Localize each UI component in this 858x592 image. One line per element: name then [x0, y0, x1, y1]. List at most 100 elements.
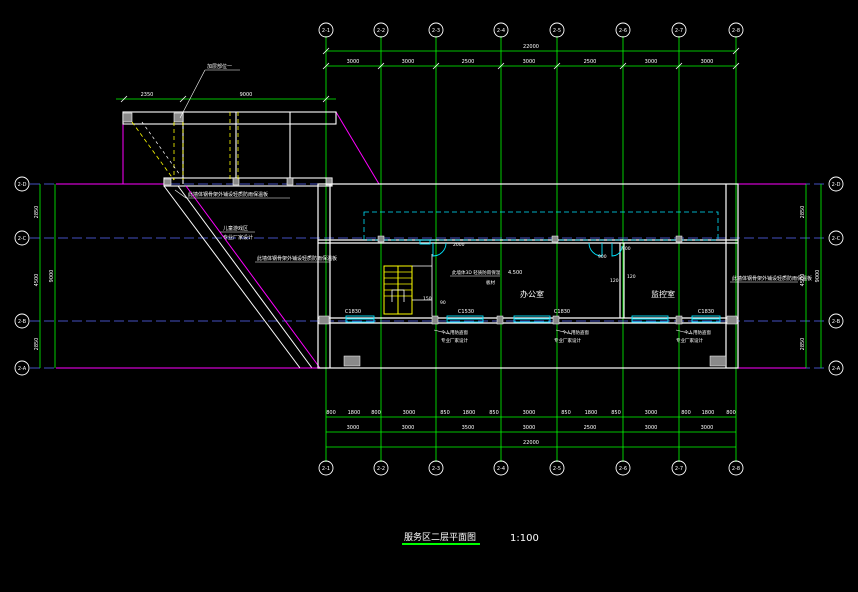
note-right: 此墙体钢骨架外铺设轻质防雨保温板	[732, 275, 812, 282]
vertical-axis-lines	[325, 36, 737, 462]
axis-label: 2-7	[675, 466, 683, 472]
axis-bubbles-sides	[14, 176, 844, 376]
drawing-title: 服务区二层平面图	[404, 531, 476, 543]
dim-misc: 900	[598, 254, 607, 260]
leader-lines	[174, 69, 798, 335]
dim-total-bottom: 22000	[523, 440, 539, 446]
dim-span: 3000	[523, 425, 536, 431]
axis-label: 2-C	[832, 236, 841, 242]
note-stair-1: 此墙体3D 轻质防雨保温	[452, 269, 501, 276]
bottom-dimension-lines	[326, 416, 736, 448]
axis-label: 2-5	[553, 466, 561, 472]
side-dimension-lines	[39, 184, 822, 368]
dim-right: 4500	[800, 274, 806, 287]
dim-misc: 150	[423, 296, 432, 302]
note-window-b: 专业厂家设计	[441, 337, 468, 344]
axis-label: 2-B	[832, 319, 841, 325]
dim-left: 4500	[34, 274, 40, 287]
dim-span: 2500	[462, 59, 475, 65]
axis-label: 2-1	[322, 28, 330, 34]
dim-span: 3000	[402, 59, 415, 65]
dim-span: 3000	[701, 59, 714, 65]
dim-misc: 120	[610, 278, 619, 284]
axis-label: 2-A	[832, 366, 841, 372]
axis-label: 2-3	[432, 466, 440, 472]
dim-left-total: 9000	[49, 270, 55, 283]
dim-misc: 120	[627, 274, 636, 280]
axis-label: 2-B	[18, 319, 27, 325]
dim-detail: 3000	[403, 410, 416, 416]
axis-label: 2-4	[497, 466, 505, 472]
axis-label: 2-3	[432, 28, 440, 34]
axis-label: 2-D	[832, 182, 841, 188]
window-tag: C1530	[458, 309, 474, 315]
canopy-walls	[122, 111, 337, 187]
axis-label: 2-1	[322, 466, 330, 472]
note-canopy-2: 专业厂家设计	[223, 234, 253, 241]
dim-span: 3000	[701, 425, 714, 431]
dim-span: 3000	[523, 59, 536, 65]
corridor-columns	[318, 235, 738, 367]
canopy-hidden-lines	[141, 121, 181, 176]
window-tag: C1830	[345, 309, 361, 315]
dim-span: 3000	[402, 425, 415, 431]
axis-label: 2-5	[553, 28, 561, 34]
dim-detail: 1800	[702, 410, 715, 416]
axis-label: 2-C	[18, 236, 27, 242]
corridor-hidden-outline	[363, 211, 719, 241]
axis-label: 2-8	[732, 466, 740, 472]
dim-span: 3000	[645, 59, 658, 65]
axis-label: 2-2	[377, 28, 385, 34]
dim-span: 2500	[584, 425, 597, 431]
callout-top: 加层部位一	[207, 63, 232, 70]
room-monitor: 监控室	[651, 289, 675, 299]
columns	[122, 112, 333, 186]
dim-detail: 850	[561, 410, 571, 416]
dim-detail: 800	[371, 410, 381, 416]
axis-label: 2-7	[675, 28, 683, 34]
dim-total-top: 22000	[523, 44, 539, 50]
dim-detail: 850	[611, 410, 621, 416]
dim-detail: 800	[326, 410, 336, 416]
note-window-b: 专业厂家设计	[554, 337, 581, 344]
room-office: 办公室	[520, 289, 544, 299]
note-corridor: 此墙体钢骨架外铺设轻质防雨保温板	[257, 255, 337, 262]
dim-left: 2850	[34, 206, 40, 219]
note-canopy-1: 儿童游戏区	[223, 225, 248, 232]
dim-detail: 800	[726, 410, 736, 416]
axis-label: 2-6	[619, 28, 627, 34]
canopy-beams	[131, 112, 239, 181]
dim-right: 2850	[800, 206, 806, 219]
level-mark: 4.500	[508, 270, 522, 276]
dim-misc: 900	[622, 246, 631, 252]
note-window-a: 个人用防盗窗	[562, 329, 589, 336]
dim-ticks-top	[120, 47, 740, 103]
note-window-a: 个人用防盗窗	[684, 329, 711, 336]
dim-right: 2850	[800, 338, 806, 351]
note-window-a: 个人用防盗窗	[441, 329, 468, 336]
dim-misc: 2000	[453, 242, 465, 248]
dim-misc: 90	[440, 300, 446, 306]
dim-span: 2500	[584, 59, 597, 65]
dim-span: 3000	[347, 425, 360, 431]
axis-bubbles-top	[318, 22, 744, 38]
dim-span: 3500	[462, 425, 475, 431]
diagonal-canopy	[163, 185, 313, 369]
window-tag: C1830	[698, 309, 714, 315]
dim-span: 3000	[347, 59, 360, 65]
top-dimension-lines	[116, 50, 736, 100]
dim-detail: 800	[681, 410, 691, 416]
note-stair-2: 板材	[486, 279, 495, 286]
dim-left: 2850	[34, 338, 40, 351]
axis-label: 2-D	[18, 182, 27, 188]
dim-span: 3000	[645, 425, 658, 431]
note-window-b: 专业厂家设计	[676, 337, 703, 344]
windows	[345, 315, 721, 323]
dim-detail: 1800	[348, 410, 361, 416]
dim-detail: 850	[440, 410, 450, 416]
axis-label: 2-A	[18, 366, 27, 372]
doors	[419, 239, 623, 257]
axis-label: 2-2	[377, 466, 385, 472]
diagonal-canopy-edge	[185, 185, 321, 369]
